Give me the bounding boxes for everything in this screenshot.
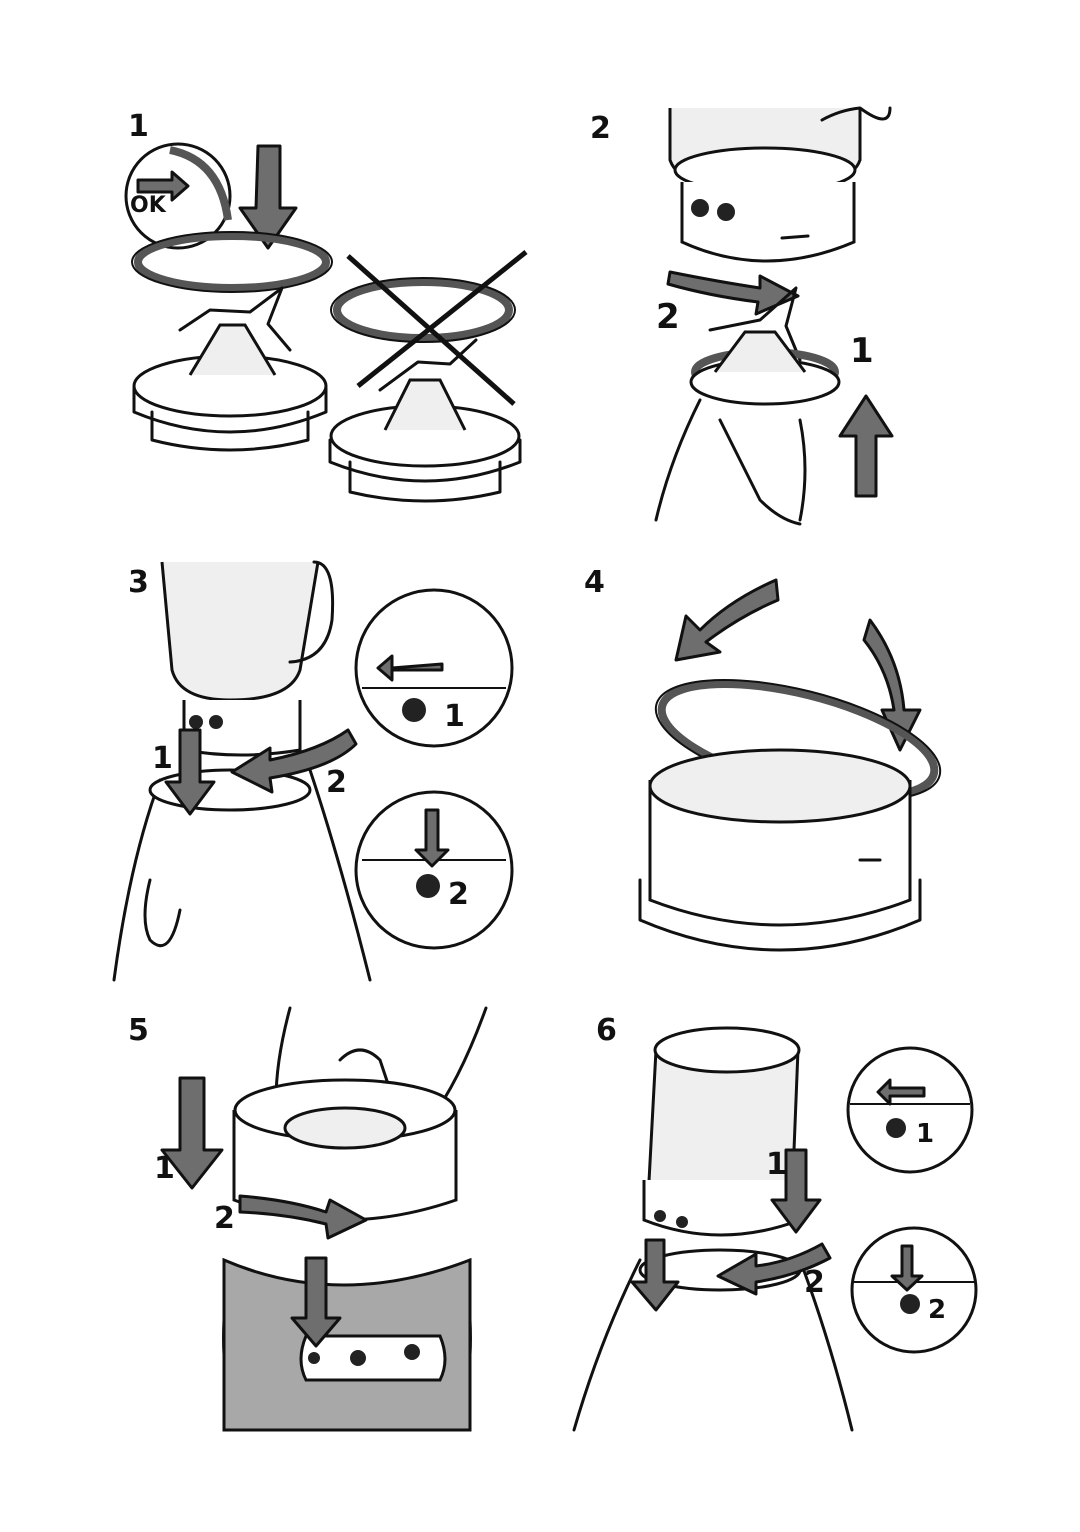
step-2-label-a: 2	[656, 297, 680, 337]
step-4-panel: 4	[560, 560, 1000, 980]
step-2-number: 2	[590, 111, 611, 146]
step-3-label-b: 2	[326, 765, 347, 800]
step-2-panel: 2 2 1	[560, 100, 1000, 530]
step-4-number: 4	[584, 565, 605, 600]
step-3-down-arrow	[164, 728, 216, 816]
step-5-down-arrow	[160, 1076, 224, 1190]
step-5-panel: 5 1 2	[100, 1000, 540, 1432]
step-6-number: 6	[596, 1013, 617, 1048]
step-5-illustration: 1 2	[154, 1006, 488, 1432]
blade-unit-correct	[132, 286, 328, 452]
step-5-label-a: 1	[154, 1151, 175, 1186]
step-6-down-arrow-a	[770, 1148, 822, 1234]
x-mark	[346, 250, 528, 406]
step-3-illustration: 1 2 1 2	[112, 560, 514, 982]
step-1-number: 1	[128, 109, 149, 144]
step-3-twist-arrow	[230, 728, 358, 794]
seal-ring	[134, 232, 330, 292]
step-6-inset-1: 1	[846, 1046, 974, 1174]
step-3-number: 3	[128, 565, 149, 600]
step-6-inset-2: 2	[850, 1226, 978, 1354]
lock-icons	[691, 199, 735, 221]
step-5-twist-arrow	[238, 1194, 368, 1240]
step-5-insert-arrow	[290, 1256, 342, 1348]
step-6-panel: 6 1 2 1	[560, 1000, 1000, 1432]
twist-arrow	[666, 270, 800, 316]
ok-label: OK	[130, 193, 167, 218]
step-6-down-arrow-b	[630, 1238, 680, 1312]
step-6-twist-arrow	[716, 1242, 832, 1296]
ok-inset: OK	[124, 142, 232, 250]
step-1-illustration: OK	[124, 142, 528, 503]
step-6-illustration: 1 2 1 2	[572, 1026, 978, 1432]
step-6-inset-2-label: 2	[928, 1295, 946, 1325]
blade-unit-wrong	[328, 277, 522, 503]
step-3-inset-1: 1	[354, 588, 514, 748]
step-3-inset-2-label: 2	[448, 877, 469, 912]
down-arrow	[238, 144, 298, 250]
step-3-inset-1-label: 1	[444, 699, 465, 734]
step-5-label-b: 2	[214, 1201, 235, 1236]
step-4-illustration	[638, 578, 942, 952]
step-6-inset-1-label: 1	[916, 1119, 934, 1149]
step-6-label-b: 2	[804, 1265, 825, 1300]
step-5-number: 5	[128, 1013, 149, 1048]
step-3-inset-2: 2	[354, 790, 514, 950]
step-1-panel: 1 OK	[100, 100, 540, 520]
up-arrow	[838, 394, 894, 498]
step-3-panel: 3 1 2 1	[100, 560, 540, 982]
step-2-label-b: 1	[850, 331, 874, 371]
step-2-illustration: 2 1	[654, 106, 894, 526]
step-3-label-a: 1	[152, 741, 173, 776]
step-4-right-arrow	[862, 618, 922, 752]
step-6-label-a: 1	[766, 1147, 787, 1182]
step-4-left-arrow	[674, 578, 780, 662]
